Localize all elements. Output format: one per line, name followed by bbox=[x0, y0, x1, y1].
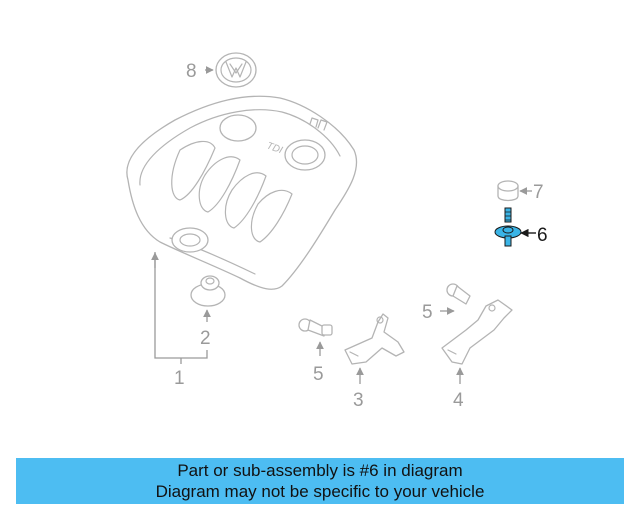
rubber-mount-part[interactable] bbox=[497, 180, 519, 202]
tdi-emblem-text: TDI bbox=[265, 140, 284, 156]
callout-3: 3 bbox=[353, 390, 364, 411]
banner-line-1: Part or sub-assembly is #6 in diagram bbox=[177, 461, 463, 480]
callout-7: 7 bbox=[533, 182, 544, 203]
banner-line-2: Diagram may not be specific to your vehi… bbox=[155, 482, 485, 501]
bracket-part-4[interactable] bbox=[441, 299, 513, 365]
stud-part-highlighted[interactable] bbox=[494, 207, 522, 247]
callout-8: 8 bbox=[186, 61, 197, 82]
sensor-part-right[interactable] bbox=[446, 283, 471, 305]
grommet-part[interactable] bbox=[190, 275, 226, 307]
info-banner: Part or sub-assembly is #6 in diagram Di… bbox=[16, 458, 624, 504]
callout-2: 2 bbox=[200, 328, 211, 349]
parts-diagram: 8 TDI 1 2 5 bbox=[126, 52, 548, 411]
vw-emblem-part[interactable] bbox=[215, 52, 257, 88]
bracket-part-3[interactable] bbox=[344, 313, 405, 365]
callout-5-right: 5 bbox=[422, 302, 433, 323]
callout-5-left: 5 bbox=[313, 364, 324, 385]
sensor-part-left[interactable] bbox=[298, 318, 333, 337]
callout-4: 4 bbox=[453, 390, 464, 411]
callout-6: 6 bbox=[537, 225, 548, 246]
callout-1: 1 bbox=[174, 368, 185, 389]
engine-cover-part[interactable]: TDI bbox=[126, 95, 358, 290]
